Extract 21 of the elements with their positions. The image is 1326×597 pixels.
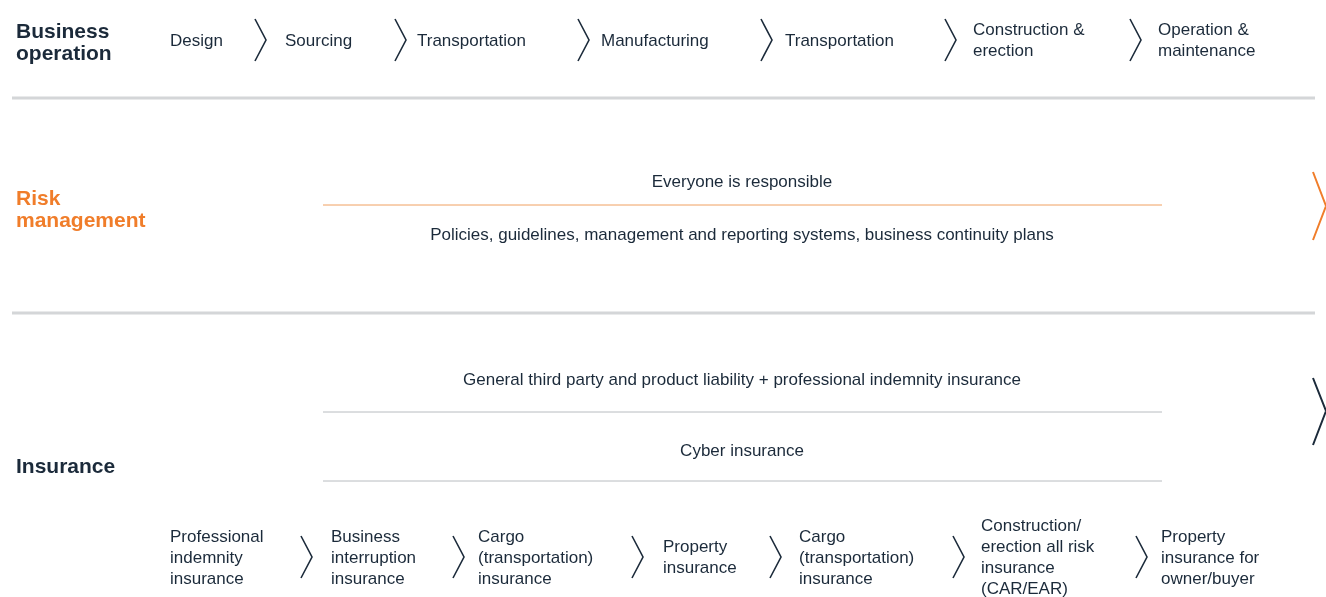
step-label: Sourcing bbox=[285, 29, 353, 51]
row-heading: Risk management bbox=[16, 187, 147, 231]
step-label: Transportation bbox=[417, 29, 526, 51]
row-text: Policies, guidelines, management and reporting systems, business continuity plans bbox=[430, 225, 1054, 245]
row-text: General third party and product liability + professional indemnity insurance bbox=[463, 370, 1021, 390]
step-label: Construction & erection bbox=[973, 19, 1086, 61]
row-heading: Insurance bbox=[16, 455, 117, 477]
step-label: Property insurance for owner/buyer bbox=[1161, 525, 1261, 589]
step-label: Transportation bbox=[785, 29, 894, 51]
step-label: Professional indemnity insurance bbox=[170, 525, 265, 589]
step-label: Property insurance bbox=[663, 536, 738, 578]
row-text: Cyber insurance bbox=[680, 441, 804, 461]
step-label: Cargo (transportation) insurance bbox=[799, 525, 916, 589]
step-label: Operation & maintenance bbox=[1158, 19, 1257, 61]
step-label: Construction/ erection all risk insurance (CAR/EAR) bbox=[981, 515, 1096, 597]
row-text: Everyone is responsible bbox=[651, 172, 833, 192]
step-label: Design bbox=[170, 29, 223, 51]
step-label: Business interruption insurance bbox=[331, 525, 418, 589]
row-heading: Business operation bbox=[16, 20, 113, 64]
step-label: Manufacturing bbox=[601, 29, 709, 51]
step-label: Cargo (transportation) insurance bbox=[478, 525, 595, 589]
